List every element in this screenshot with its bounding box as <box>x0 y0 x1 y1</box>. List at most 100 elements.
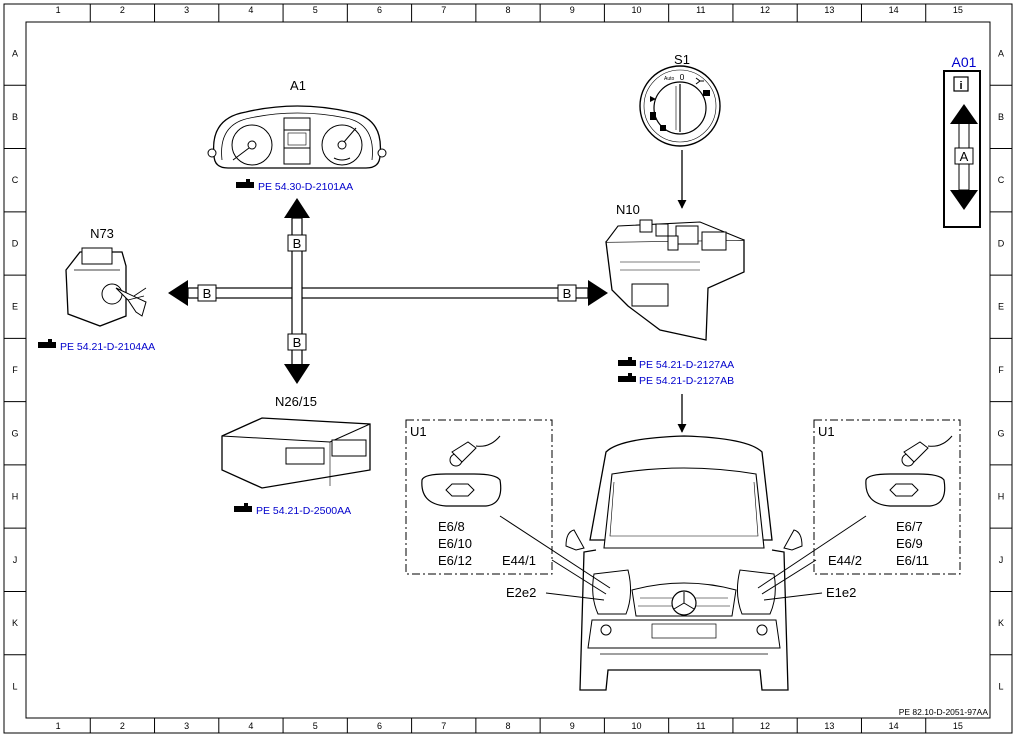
n10-reference-link-1[interactable]: PE 54.21-D-2127AA <box>618 357 734 371</box>
reference-hand-icon <box>38 339 56 348</box>
info-panel-a01[interactable]: A01 i A <box>943 54 981 228</box>
n10-reference-text-2: PE 54.21-D-2127AB <box>639 375 734 387</box>
a01-bus-label: A <box>960 149 969 164</box>
ruler-column-bottom: 2 <box>120 721 125 731</box>
control-unit-n26-15[interactable]: N26/15 <box>221 394 371 489</box>
bus-arrow-up <box>284 198 310 218</box>
label-e44-1: E44/1 <box>502 553 536 568</box>
u1-left-box[interactable]: U1 E6/8 E6/10 E6/12 <box>405 419 553 575</box>
can-bus-b: B B B B <box>168 198 608 384</box>
n10-reference-link-2[interactable]: PE 54.21-D-2127AB <box>618 373 734 387</box>
ruler-column-top: 3 <box>184 5 189 15</box>
headlamp-lens-icon <box>865 473 946 507</box>
switch-position-0: 0 <box>680 72 685 82</box>
ruler-row-left: B <box>12 112 18 122</box>
ruler-row-left: K <box>12 618 18 628</box>
ruler-row-left: F <box>12 365 18 375</box>
u1-right-box[interactable]: U1 E6/7 E6/9 E6/11 <box>813 419 961 575</box>
a1-label: A1 <box>290 78 306 93</box>
bus-label-up: B <box>293 236 302 251</box>
ruler-row-right: B <box>998 112 1004 122</box>
bus-arrow-left <box>168 280 188 306</box>
ruler-column-top: 12 <box>760 5 770 15</box>
bus-arrow-down-icon <box>950 190 978 210</box>
ruler-column-bottom: 14 <box>889 721 899 731</box>
side-light-icon <box>695 77 704 85</box>
u1-right-title: U1 <box>818 424 835 439</box>
ignition-switch-n73[interactable]: N73 <box>65 226 147 327</box>
bulb-socket-icon <box>901 435 953 467</box>
bus-arrow-up-icon <box>950 104 978 124</box>
bus-arrow-right <box>588 280 608 306</box>
outer-frame <box>3 3 1013 734</box>
ruler-row-right: H <box>998 492 1005 502</box>
reference-hand-icon <box>618 373 636 382</box>
leader-u1-right <box>757 515 867 589</box>
ruler-row-left: D <box>12 238 19 248</box>
ruler-column-bottom: 10 <box>632 721 642 731</box>
headlight-icon <box>703 90 710 96</box>
ruler-column-top: 7 <box>441 5 446 15</box>
n26-reference-link[interactable]: PE 54.21-D-2500AA <box>234 503 351 517</box>
ruler-tick-marks <box>4 4 1012 733</box>
u1-left-item-1: E6/8 <box>438 519 465 534</box>
n26-label: N26/15 <box>275 394 317 409</box>
n26-reference-text: PE 54.21-D-2500AA <box>256 505 351 517</box>
label-e1e2: E1e2 <box>826 585 856 600</box>
ruler-row-right: G <box>997 428 1004 438</box>
n73-label: N73 <box>90 226 114 241</box>
ruler-column-top: 8 <box>505 5 510 15</box>
bus-label-left: B <box>203 286 212 301</box>
label-e44-2: E44/2 <box>828 553 862 568</box>
ruler-column-bottom: 9 <box>570 721 575 731</box>
leader-u1-left <box>499 515 611 589</box>
info-icon <box>953 76 969 92</box>
u1-right-item-3: E6/11 <box>896 553 929 568</box>
ruler-column-top: 5 <box>313 5 318 15</box>
ruler-column-bottom: 3 <box>184 721 189 731</box>
ruler-row-right: L <box>998 681 1003 691</box>
ruler-column-top: 13 <box>824 5 834 15</box>
bus-label-down: B <box>293 335 302 350</box>
light-switch-s1[interactable]: S1 0 Auto <box>639 52 721 147</box>
ruler-column-bottom: 1 <box>56 721 61 731</box>
switch-position-auto: Auto <box>664 76 675 82</box>
reference-hand-icon <box>236 179 254 188</box>
n73-reference-link[interactable]: PE 54.21-D-2104AA <box>38 339 155 353</box>
sam-module-n10[interactable]: N10 <box>605 202 745 341</box>
n10-label: N10 <box>616 202 640 217</box>
ruler-column-top: 14 <box>889 5 899 15</box>
u1-left-title: U1 <box>410 424 427 439</box>
ruler-row-left: A <box>12 49 18 59</box>
bulb-socket-icon <box>449 435 501 467</box>
instrument-cluster-a1[interactable]: A1 <box>207 78 387 169</box>
headlamp-lens-icon <box>421 473 502 507</box>
ruler-column-top: 15 <box>953 5 963 15</box>
ruler-column-bottom: 5 <box>313 721 318 731</box>
ruler-column-bottom: 8 <box>505 721 510 731</box>
reference-hand-icon <box>234 503 252 512</box>
inner-frame <box>25 21 991 719</box>
ruler-row-left: C <box>12 175 19 185</box>
ruler-column-top: 4 <box>248 5 253 15</box>
a1-reference-link[interactable]: PE 54.30-D-2101AA <box>236 179 353 193</box>
ruler-row-right: J <box>999 555 1004 565</box>
vehicle-front[interactable] <box>565 435 803 691</box>
leader-e44-2 <box>761 559 817 595</box>
bus-label-right: B <box>563 286 572 301</box>
ruler-column-bottom: 12 <box>760 721 770 731</box>
ruler-row-right: E <box>998 302 1004 312</box>
ruler-labels: 1122334455667788991010111112121313141415… <box>11 5 1004 731</box>
info-icon-glyph: i <box>959 80 962 92</box>
ruler-column-bottom: 6 <box>377 721 382 731</box>
u1-right-item-1: E6/7 <box>896 519 923 534</box>
low-beam-icon <box>650 112 656 120</box>
s1-label: S1 <box>674 52 690 67</box>
ruler-column-top: 1 <box>56 5 61 15</box>
a1-reference-text: PE 54.30-D-2101AA <box>258 181 353 193</box>
leader-e2e2 <box>545 592 605 601</box>
leader-e1e2 <box>763 592 823 601</box>
ruler-column-top: 6 <box>377 5 382 15</box>
